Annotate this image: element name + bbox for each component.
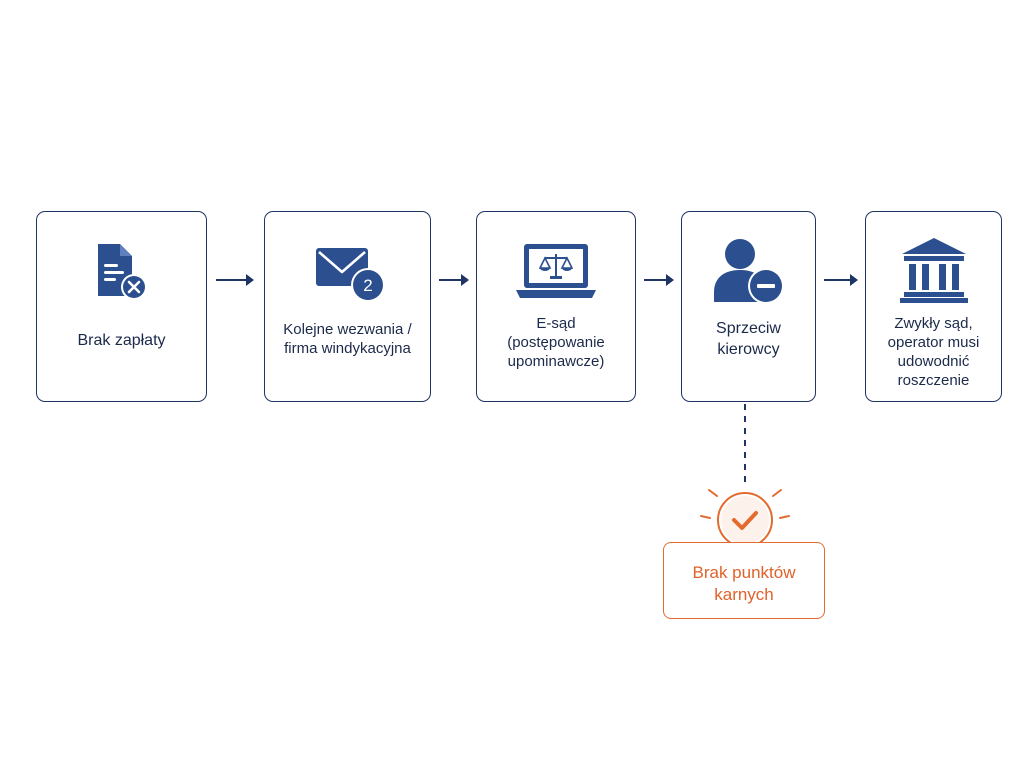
envelope-badge-icon: 2 — [265, 244, 430, 304]
arrow-right-icon — [439, 274, 469, 286]
step-sprzeciw-kierowcy: Sprzeciw kierowcy — [681, 211, 816, 402]
step-e-sad: E-sąd (postępowanie upominawcze) — [476, 211, 636, 402]
step-label: Zwykły sąd, operator musi udowodnić rosz… — [887, 315, 980, 389]
outcome-label: Brak punktów karnych — [692, 563, 796, 604]
step-label: Brak zapłaty — [77, 332, 166, 349]
arrow-right-icon — [216, 274, 254, 286]
check-circle-icon — [700, 489, 790, 548]
step-label: E-sąd (postępowanie upominawcze) — [507, 315, 605, 370]
arrow-right-icon — [644, 274, 674, 286]
courthouse-icon — [866, 236, 1001, 304]
user-minus-icon — [682, 236, 815, 306]
outcome-brak-punktow: Brak punktów karnych — [663, 542, 825, 619]
envelope-badge-count: 2 — [363, 276, 372, 295]
step-brak-zaplaty: Brak zapłaty — [36, 211, 207, 402]
laptop-scales-icon — [477, 240, 635, 304]
document-cancel-icon — [37, 240, 206, 304]
dashed-connector — [744, 404, 746, 488]
step-label: Kolejne wezwania / firma windykacyjna — [283, 321, 412, 357]
step-kolejne-wezwania: 2 Kolejne wezwania / firma windykacyjna — [264, 211, 431, 402]
step-label: Sprzeciw kierowcy — [716, 320, 781, 358]
arrow-right-icon — [824, 274, 858, 286]
step-zwykly-sad: Zwykły sąd, operator musi udowodnić rosz… — [865, 211, 1002, 402]
